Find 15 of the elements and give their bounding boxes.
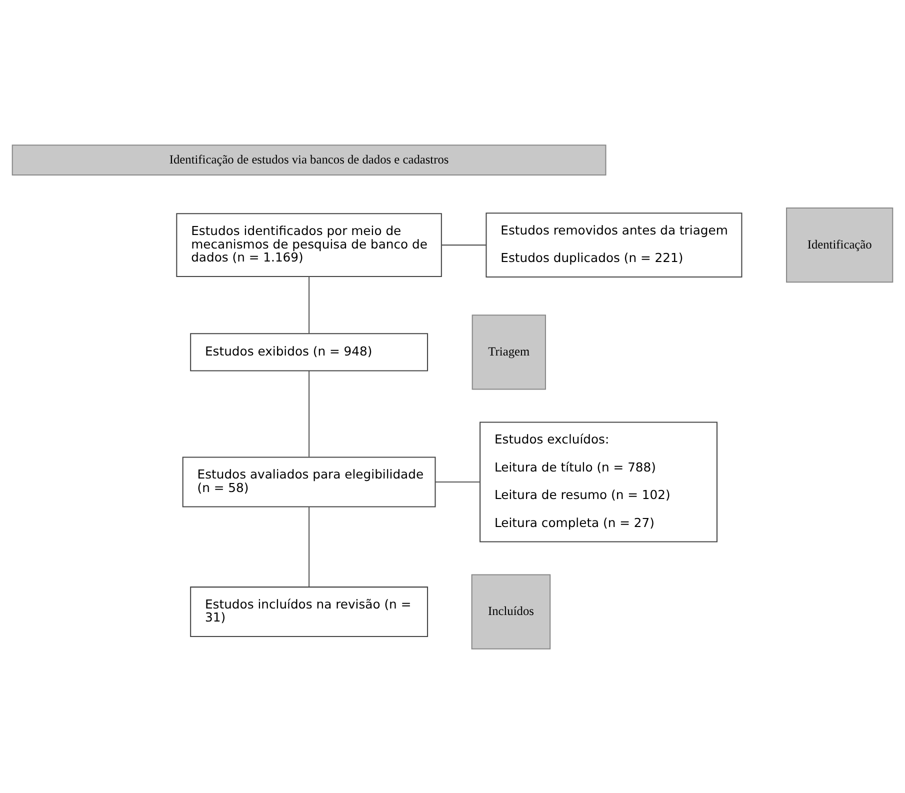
connector bbox=[308, 276, 310, 334]
node-box: Identificação bbox=[786, 206, 894, 282]
node-box: Estudos avaliados para elegibilidade (n = 58) bbox=[182, 456, 436, 507]
node-box: Estudos exibidos (n = 948) bbox=[190, 332, 428, 371]
node-box: Estudos identificados por meio de mecanismos de pesquisa de banco de dados (n = 1.169) bbox=[176, 212, 442, 276]
node-box: Estudos excluídos: Leitura de título (n = 788) Leitura de resumo (n = 102) Leitura completa (n = 27) bbox=[480, 421, 718, 542]
node-box: Identificação de estudos via bancos de dados e cadastros bbox=[12, 144, 606, 175]
connector bbox=[308, 370, 310, 456]
connector bbox=[442, 244, 486, 246]
node-box: Triagem bbox=[472, 314, 546, 390]
node-box: Incluídos bbox=[471, 574, 551, 649]
connector bbox=[308, 506, 310, 586]
connector bbox=[435, 480, 480, 482]
node-box: Estudos incluídos na revisão (n = 31) bbox=[190, 586, 428, 637]
node-box: Estudos removidos antes da triagem Estudos duplicados (n = 221) bbox=[486, 212, 742, 277]
